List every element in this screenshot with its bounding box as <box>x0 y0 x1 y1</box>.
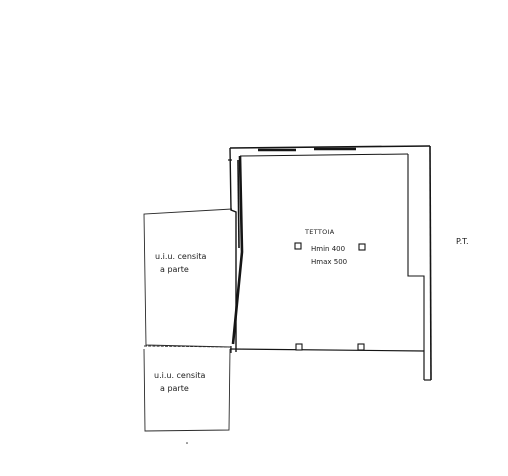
outer-wall-top <box>229 145 431 149</box>
corner-ticks <box>228 159 232 353</box>
adjacent-unit-lower-line2: a parte <box>160 384 189 393</box>
adjacent-unit-upper-line2: a parte <box>160 265 189 274</box>
unit-separator-line <box>143 345 233 348</box>
floor-label: P.T. <box>456 237 469 246</box>
adjacent-unit-outlines <box>143 208 233 432</box>
outer-wall-right <box>429 145 432 381</box>
left-wall-hatch <box>237 159 240 249</box>
main-room-hmax: Hmax 500 <box>311 258 347 266</box>
inner-wall-left <box>231 155 244 345</box>
adjacent-unit-upper-outline <box>143 208 233 348</box>
adjacent-unit-lower-outline <box>143 348 231 432</box>
adjacent-unit-lower-line1: u.i.u. censita <box>154 371 205 380</box>
pillar-inner-left <box>294 242 302 250</box>
pillar-bottom-right <box>357 343 365 351</box>
inner-wall-right <box>407 154 425 350</box>
pillar-bottom-left <box>295 343 303 351</box>
main-room-name: TETTOIA <box>304 228 335 236</box>
outer-wall-left <box>229 147 237 352</box>
tettoia-walls <box>229 145 432 381</box>
adjacent-unit-upper-line1: u.i.u. censita <box>155 252 206 261</box>
pillars <box>294 242 366 351</box>
main-room-hmin: Hmin 400 <box>311 245 345 253</box>
pillar-inner-right <box>358 243 366 251</box>
inner-wall-top <box>239 153 409 157</box>
tettoia-bottom-edge <box>229 348 425 352</box>
stray-mark <box>186 442 188 444</box>
